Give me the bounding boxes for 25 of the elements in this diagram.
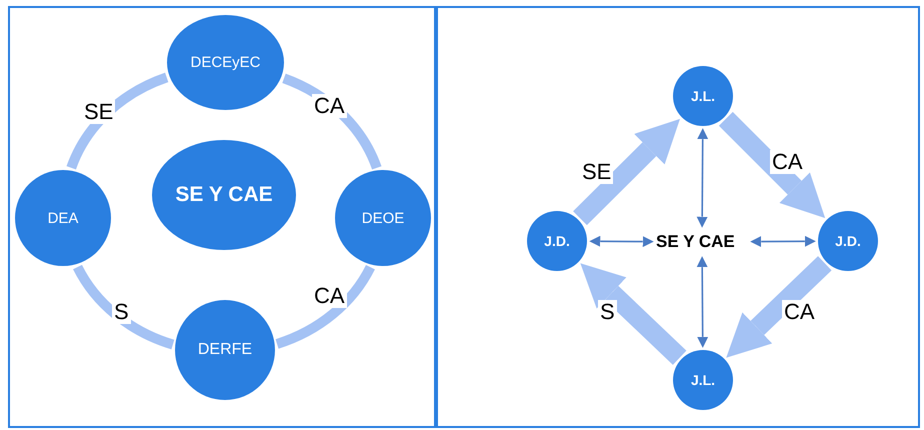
double-arrow bbox=[696, 128, 708, 228]
unit-circle: DEA bbox=[15, 170, 111, 266]
block-arrow bbox=[580, 263, 686, 365]
unit-circle: J.L. bbox=[673, 350, 733, 410]
unit-circle: J.D. bbox=[527, 211, 587, 271]
center-ellipse: SE Y CAE bbox=[152, 140, 296, 250]
panel-frame bbox=[8, 6, 436, 428]
ring-segment bbox=[275, 264, 375, 349]
edge-label: CA bbox=[312, 94, 347, 118]
center-label: SE Y CAE bbox=[656, 230, 748, 254]
edge-label: CA bbox=[770, 150, 805, 174]
double-arrow bbox=[750, 236, 816, 248]
unit-circle: DECEyEC bbox=[167, 15, 284, 110]
block-arrow bbox=[573, 118, 680, 226]
double-arrow bbox=[589, 236, 654, 248]
block-arrow bbox=[726, 256, 832, 358]
block-arrow bbox=[718, 112, 826, 218]
unit-circle: DEOE bbox=[335, 170, 431, 266]
edge-label: SE bbox=[82, 100, 116, 124]
double-arrow bbox=[696, 256, 708, 348]
unit-circle: J.D. bbox=[818, 211, 878, 271]
unit-circle: DERFE bbox=[175, 300, 275, 400]
ring-segment bbox=[66, 72, 169, 170]
ring-segment bbox=[73, 264, 175, 350]
unit-circle: J.L. bbox=[673, 66, 733, 126]
